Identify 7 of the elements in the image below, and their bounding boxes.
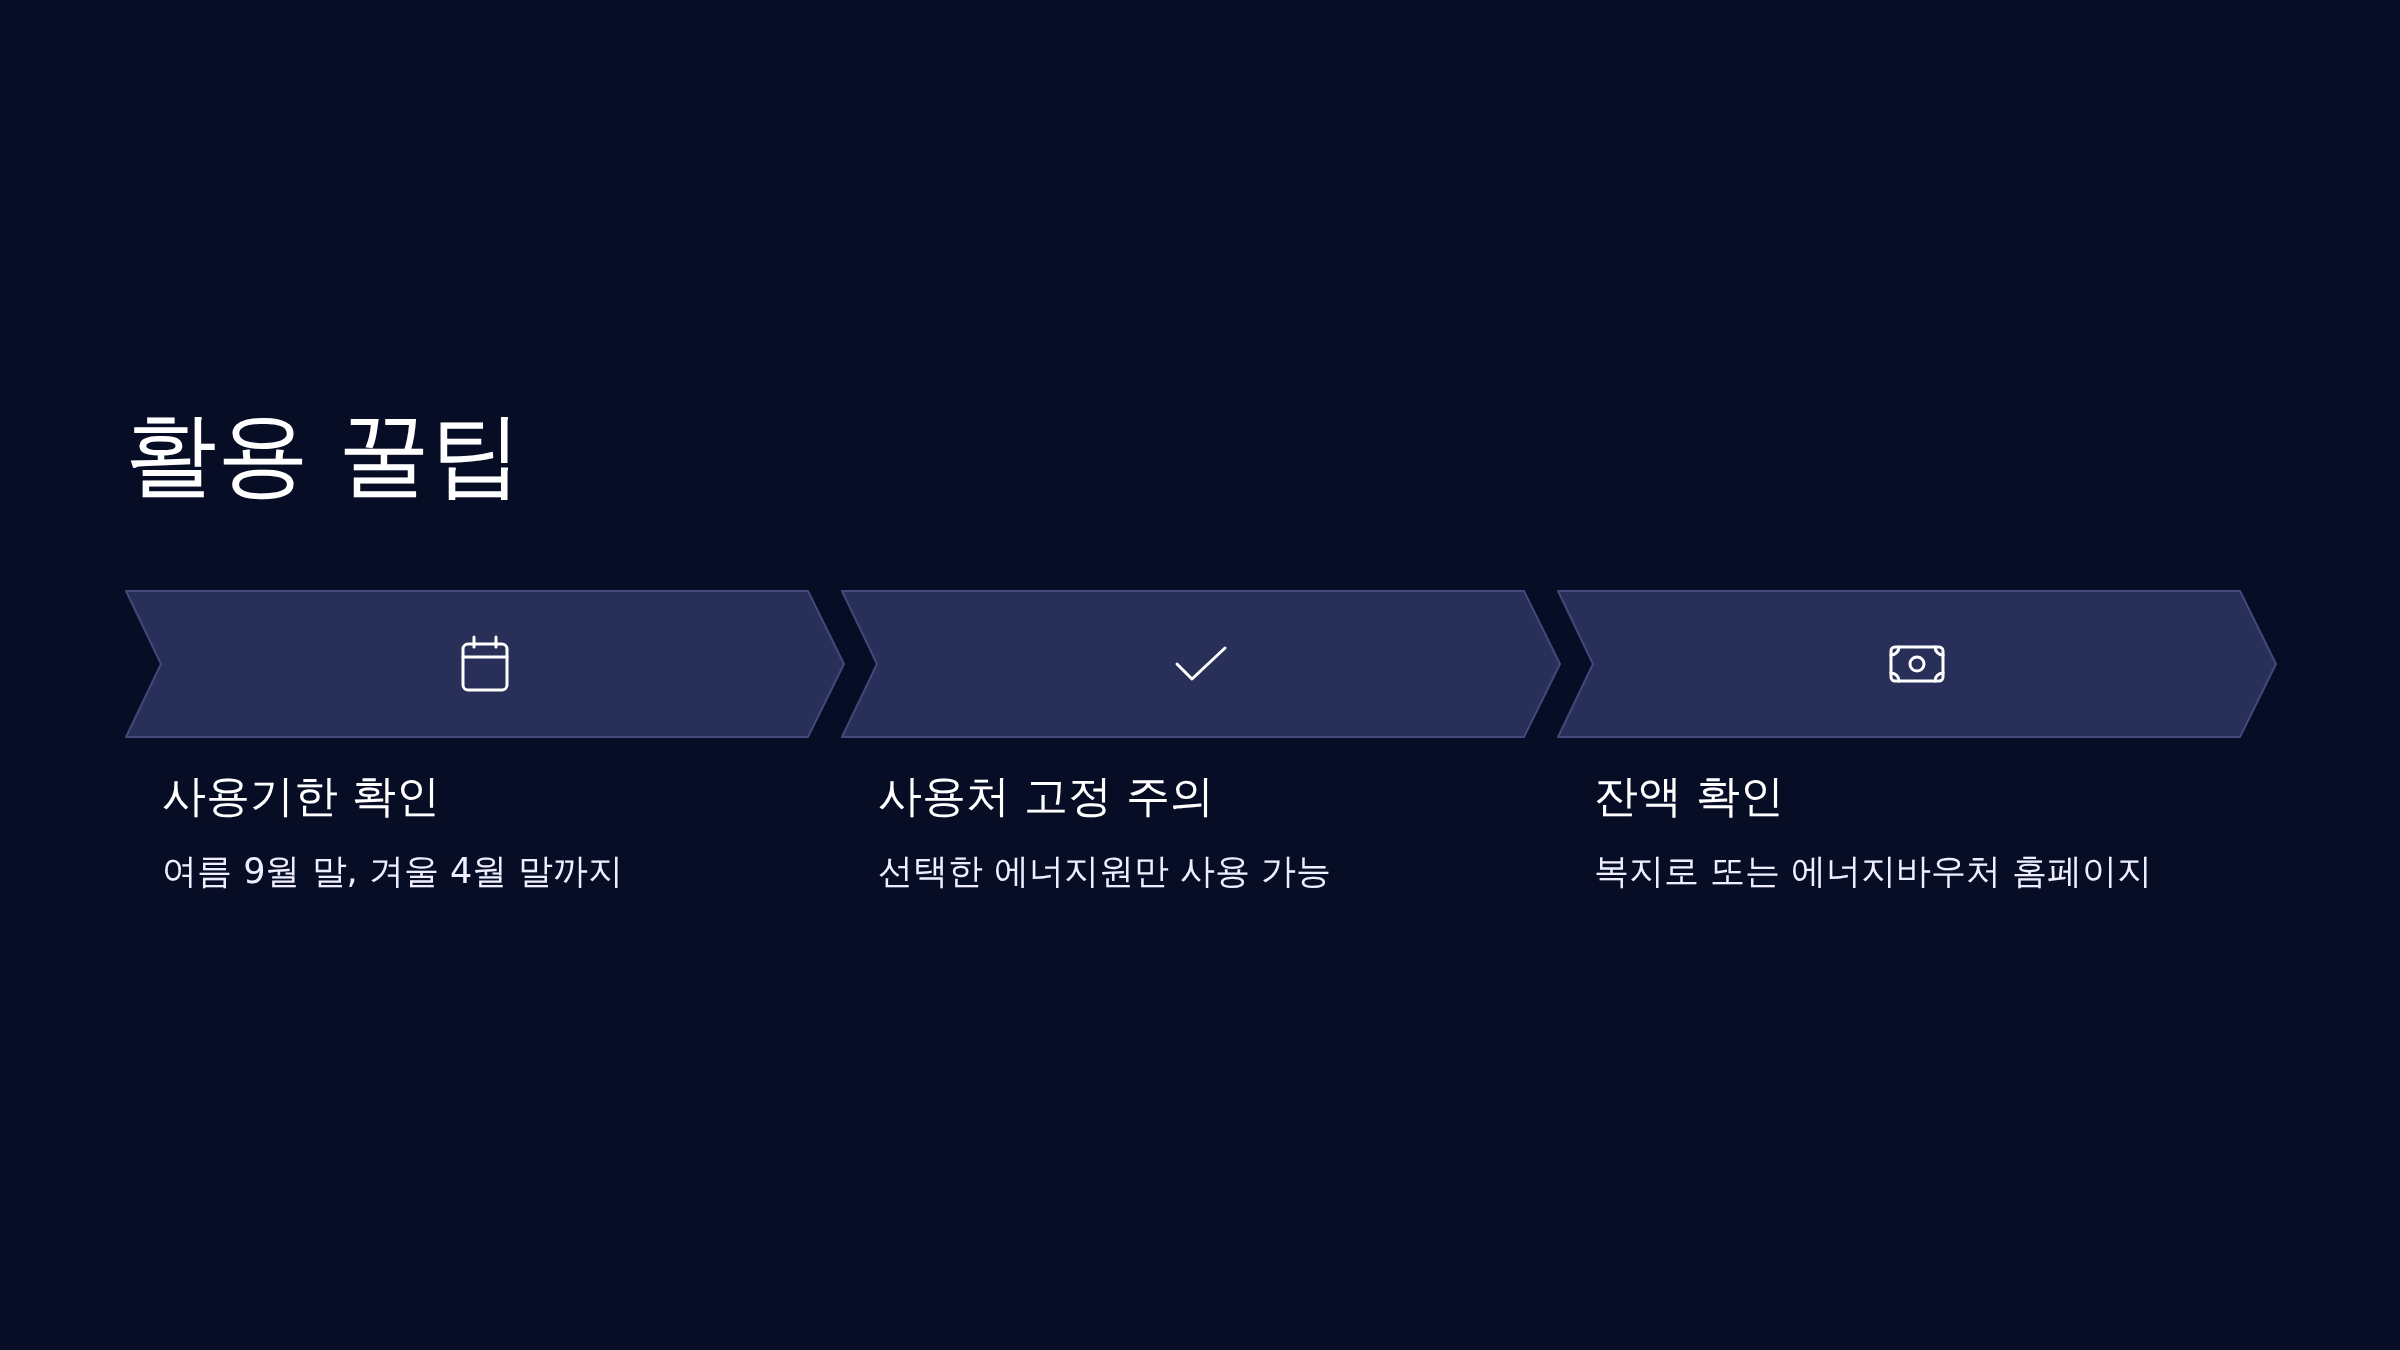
step-heading: 사용처 고정 주의: [878, 770, 1214, 823]
step-description: 복지로 또는 에너지바우처 홈페이지: [1594, 850, 2153, 892]
step-heading: 사용기한 확인: [162, 770, 440, 823]
slide-title: 활용 꿀팁: [125, 400, 523, 510]
step-description: 선택한 에너지원만 사용 가능: [878, 850, 1332, 892]
step-heading: 잔액 확인: [1594, 770, 1784, 823]
step-description: 여름 9월 말, 겨울 4월 말까지: [162, 850, 624, 892]
